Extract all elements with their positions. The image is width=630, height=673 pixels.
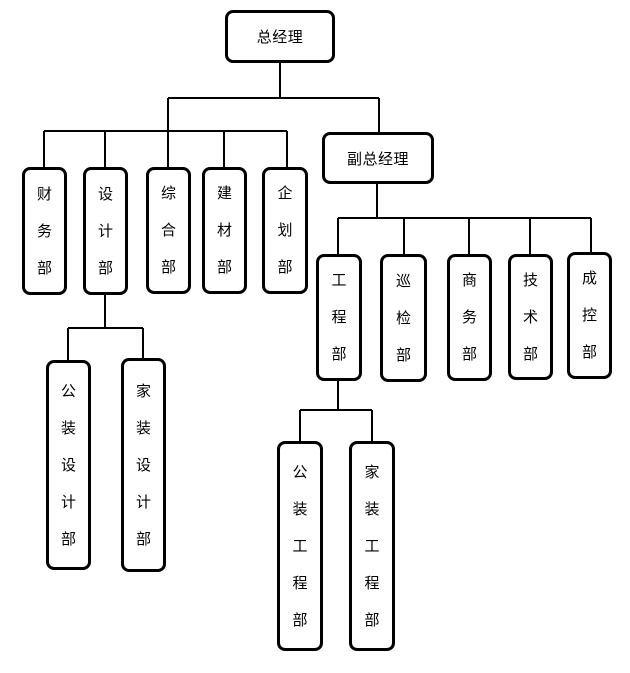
node-label-char: 装: [364, 499, 380, 518]
node-label-char: 部: [395, 345, 411, 364]
node-label: 技术部: [523, 262, 538, 373]
node-label-char: 部: [581, 343, 597, 361]
node-label-char: 部: [135, 529, 151, 548]
node-label-char: 划: [277, 221, 293, 239]
node-label-char: 部: [160, 258, 176, 276]
node-label: 公装工程部: [292, 454, 307, 639]
node-label: 商务部: [462, 262, 477, 373]
node-label-char: 部: [522, 344, 538, 363]
node-label-char: 工: [364, 536, 380, 555]
node-label: 成控部: [582, 260, 597, 371]
node-label: 巡检部: [396, 263, 411, 374]
node-label-char: 控: [581, 306, 597, 324]
node-home-design-dept: 家装设计部: [121, 358, 166, 572]
node-public-engineering-dept: 公装工程部: [277, 441, 323, 651]
node-label-char: 部: [364, 610, 380, 629]
node-label-char: 程: [364, 573, 380, 592]
node-label-char: 部: [216, 258, 232, 276]
node-design-dept: 设计部: [83, 167, 128, 295]
node-general-dept: 综合部: [146, 167, 191, 294]
node-label-char: 合: [160, 221, 176, 239]
node-label: 设计部: [98, 176, 113, 287]
node-label: 公装设计部: [61, 373, 76, 558]
node-label-char: 公: [60, 381, 76, 400]
node-label: 家装工程部: [364, 454, 379, 639]
node-label-char: 财: [36, 184, 52, 203]
node-label-char: 综: [160, 184, 176, 202]
node-label-char: 公: [292, 462, 308, 481]
node-cost-control-dept: 成控部: [567, 252, 612, 379]
node-label: 总经理: [256, 28, 304, 46]
node-label: 企划部: [277, 175, 292, 286]
node-label-char: 部: [97, 258, 113, 277]
node-label: 家装设计部: [136, 373, 151, 558]
node-engineering-dept: 工程部: [316, 254, 362, 381]
node-public-design-dept: 公装设计部: [46, 360, 91, 570]
node-label-char: 计: [60, 492, 76, 511]
node-label-char: 商: [461, 271, 477, 289]
node-label-char: 装: [292, 499, 308, 518]
node-label-char: 部: [292, 610, 308, 629]
node-label: 工程部: [331, 262, 346, 373]
node-planning-dept: 企划部: [262, 167, 308, 294]
node-label-char: 务: [36, 221, 52, 240]
node-label-char: 企: [277, 184, 293, 202]
node-label-char: 装: [60, 418, 76, 437]
node-materials-dept: 建材部: [202, 167, 247, 294]
node-label-char: 程: [292, 573, 308, 592]
node-label-char: 工: [292, 536, 308, 555]
node-label-char: 设: [97, 184, 113, 203]
node-label-char: 巡: [395, 271, 411, 290]
node-finance-dept: 财务部: [22, 167, 67, 295]
node-inspection-dept: 巡检部: [380, 254, 427, 382]
node-label: 综合部: [161, 175, 176, 286]
node-label-char: 工: [331, 271, 347, 289]
node-label-char: 部: [277, 258, 293, 276]
node-label-char: 技: [522, 270, 538, 289]
node-deputy-general-manager: 副总经理: [322, 132, 434, 184]
node-label-char: 务: [461, 308, 477, 326]
node-label: 副总经理: [346, 149, 409, 168]
node-label-char: 部: [60, 529, 76, 548]
node-label-char: 程: [331, 308, 347, 326]
node-label-char: 材: [216, 221, 232, 239]
node-label: 财务部: [37, 176, 52, 287]
node-label-char: 检: [395, 308, 411, 327]
node-label-char: 术: [522, 307, 538, 326]
node-label-char: 部: [36, 258, 52, 277]
node-label-char: 计: [97, 221, 113, 240]
node-label-char: 成: [581, 269, 597, 287]
node-label-char: 设: [135, 455, 151, 474]
node-label-char: 家: [364, 462, 380, 481]
node-label-char: 计: [135, 492, 151, 511]
node-label-char: 部: [461, 345, 477, 363]
node-label-char: 部: [331, 345, 347, 363]
node-label-char: 设: [60, 455, 76, 474]
node-business-dept: 商务部: [447, 254, 492, 381]
node-label: 建材部: [217, 175, 232, 286]
node-label-char: 装: [135, 418, 151, 437]
node-label-char: 家: [135, 381, 151, 400]
node-technology-dept: 技术部: [508, 254, 553, 380]
node-home-engineering-dept: 家装工程部: [349, 441, 395, 651]
node-general-manager: 总经理: [225, 10, 335, 63]
node-label-char: 建: [216, 184, 232, 202]
